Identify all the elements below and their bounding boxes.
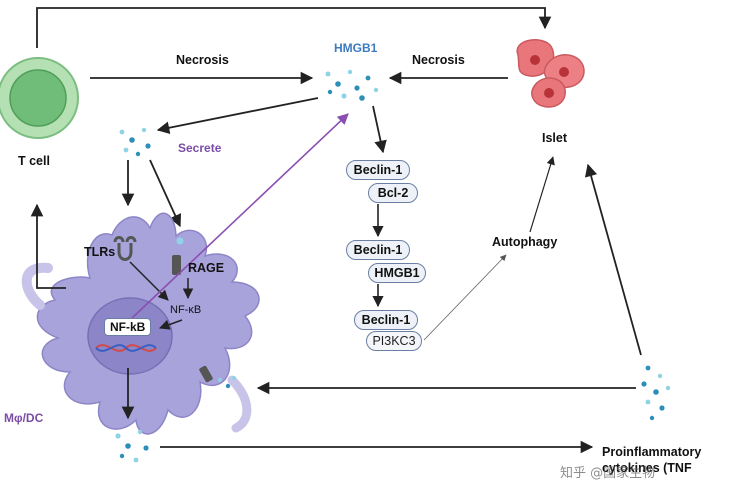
side-receptor-icon [199,365,213,383]
cytokine-particles-right-icon [641,365,671,421]
cytokines-label: cytokines (TNF [602,461,692,475]
pi3kc3-pill: PI3KC3 [366,331,422,351]
t-cell-label: T cell [18,154,50,168]
beclin1-pill-2: Beclin-1 [346,240,410,260]
rage-ligand-icon [176,237,184,245]
beclin1-pill-3: Beclin-1 [354,310,418,330]
arrow-hmgb1-to-secrete [156,97,319,134]
arrow-cytokines-to-islet [584,163,642,356]
secrete-label: Secrete [178,141,222,155]
secrete-particles-icon [119,127,151,157]
arrow-macrophage-to-tcell [30,203,66,289]
necrosis-label-left: Necrosis [176,53,229,67]
tlrs-label: TLRs [84,245,116,259]
macrophage-label: Mφ/DC [4,411,44,425]
arrow-hmgb1-to-beclin [372,105,387,154]
t-cell-icon [0,57,79,139]
arrow-tcell-to-islet [36,7,552,48]
proinflammatory-label: Proinflammatory [602,445,702,459]
arrow-pi3kc3-to-autophagy [423,254,507,341]
hmgb1-pill: HMGB1 [368,263,426,283]
autophagy-label: Autophagy [492,235,558,249]
rage-label: RAGE [188,261,225,275]
rage-receptor-icon [172,255,181,275]
islet-icon [516,39,585,108]
bcl2-pill: Bcl-2 [368,183,418,203]
arrow-nfkb-to-nucleus [159,319,183,330]
arrow-secrete-to-rage [149,159,182,228]
tlr-receptor-icon [113,236,137,261]
nfkb-cytoplasm-label: NF-κB [170,304,202,316]
nfkb-nucleus-label: NF-kB [104,318,152,336]
islet-label: Islet [542,131,568,145]
hmgb1-label: HMGB1 [334,41,378,55]
watermark: 知乎 @国家生物 [560,466,656,481]
beclin1-pill-1: Beclin-1 [346,160,410,180]
necrosis-label-right: Necrosis [412,53,465,67]
side-particles-icon [218,376,236,389]
arrow-nucleus-to-hmgb1 [131,113,349,319]
cytokine-particles-bottom-icon [115,429,149,463]
hmgb1-particles-icon [325,69,379,101]
arrow-tlrs-to-nucleus [129,261,169,301]
arrow-autophagy-to-islet [529,156,555,233]
